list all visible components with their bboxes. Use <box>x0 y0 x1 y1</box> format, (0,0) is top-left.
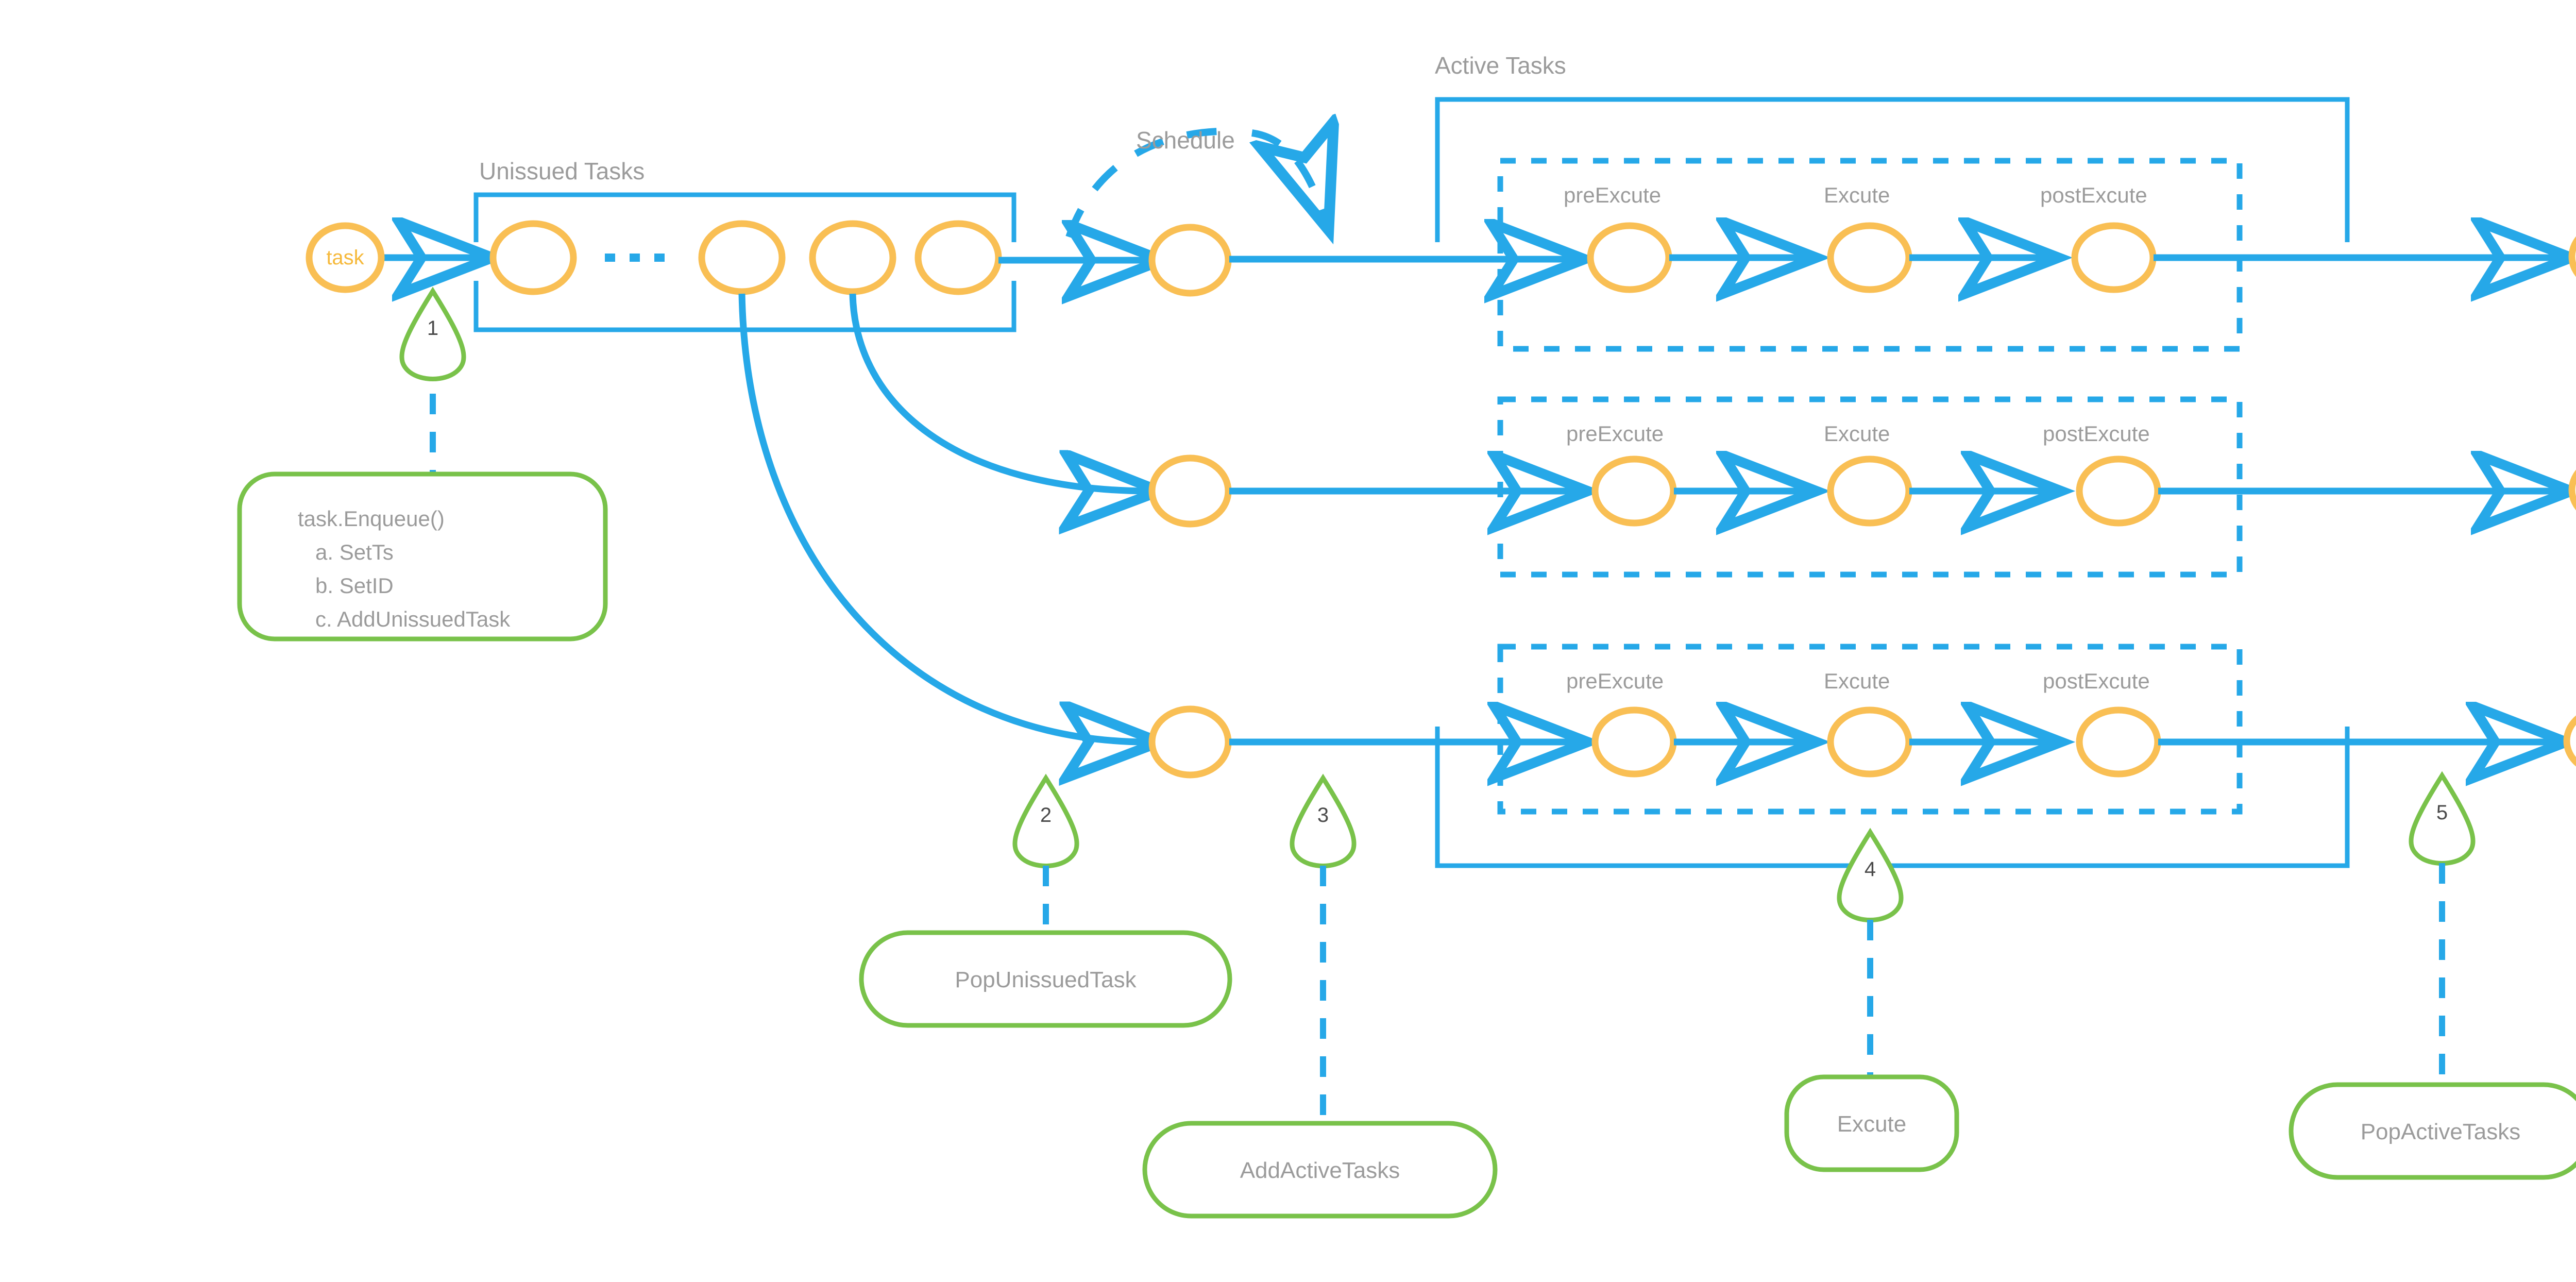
schedule-node-row-1 <box>1148 224 1232 297</box>
schedule-node-row-3 <box>1148 705 1232 779</box>
callout-1-item-c: c. AddUnissuedTask <box>315 607 511 631</box>
queue-ellipsis-icon <box>605 254 665 262</box>
callout-3-number: 3 <box>1317 804 1329 826</box>
pipeline-row-3-nodes <box>1591 708 2576 774</box>
callout-2-box <box>859 930 1232 1028</box>
callout-5-number: 5 <box>2436 801 2448 824</box>
pipeline-row-1-nodes <box>1587 224 2576 290</box>
callout-1-item-a: a. SetTs <box>315 540 394 564</box>
callout-3-box <box>1142 1121 1498 1219</box>
pipeline-row-2-nodes <box>1591 457 2576 523</box>
callout-3-title: AddActiveTasks <box>1240 1158 1400 1183</box>
callout-2-title: PopUnissuedTask <box>955 967 1137 992</box>
callout-5-box <box>2289 1082 2576 1180</box>
callout-1-number: 1 <box>427 317 439 340</box>
task-source-node-label: task <box>326 246 364 269</box>
edge-queue-to-schedule-2 <box>849 293 1146 491</box>
callout-2-number: 2 <box>1040 804 1052 826</box>
edge-queue-to-schedule-3 <box>738 293 1146 742</box>
callout-1-box <box>237 471 608 642</box>
callout-4-number: 4 <box>1864 858 1876 881</box>
callout-5-title: PopActiveTasks <box>2360 1119 2521 1144</box>
schedule-dashed-arc <box>1065 131 1324 237</box>
callout-1-title: task.Enqueue() <box>298 507 445 531</box>
pipeline-box-row-3 <box>1497 644 2243 815</box>
callout-4-title: Excute <box>1837 1111 1907 1137</box>
unissued-queue-nodes <box>489 220 1002 295</box>
schedule-node-row-2 <box>1148 454 1232 528</box>
task-source-node <box>306 222 385 293</box>
callout-1-marker <box>399 286 466 381</box>
pipeline-box-row-2 <box>1497 396 2243 578</box>
callout-1-item-b: b. SetID <box>315 573 394 598</box>
callout-4-box <box>1784 1074 1959 1172</box>
